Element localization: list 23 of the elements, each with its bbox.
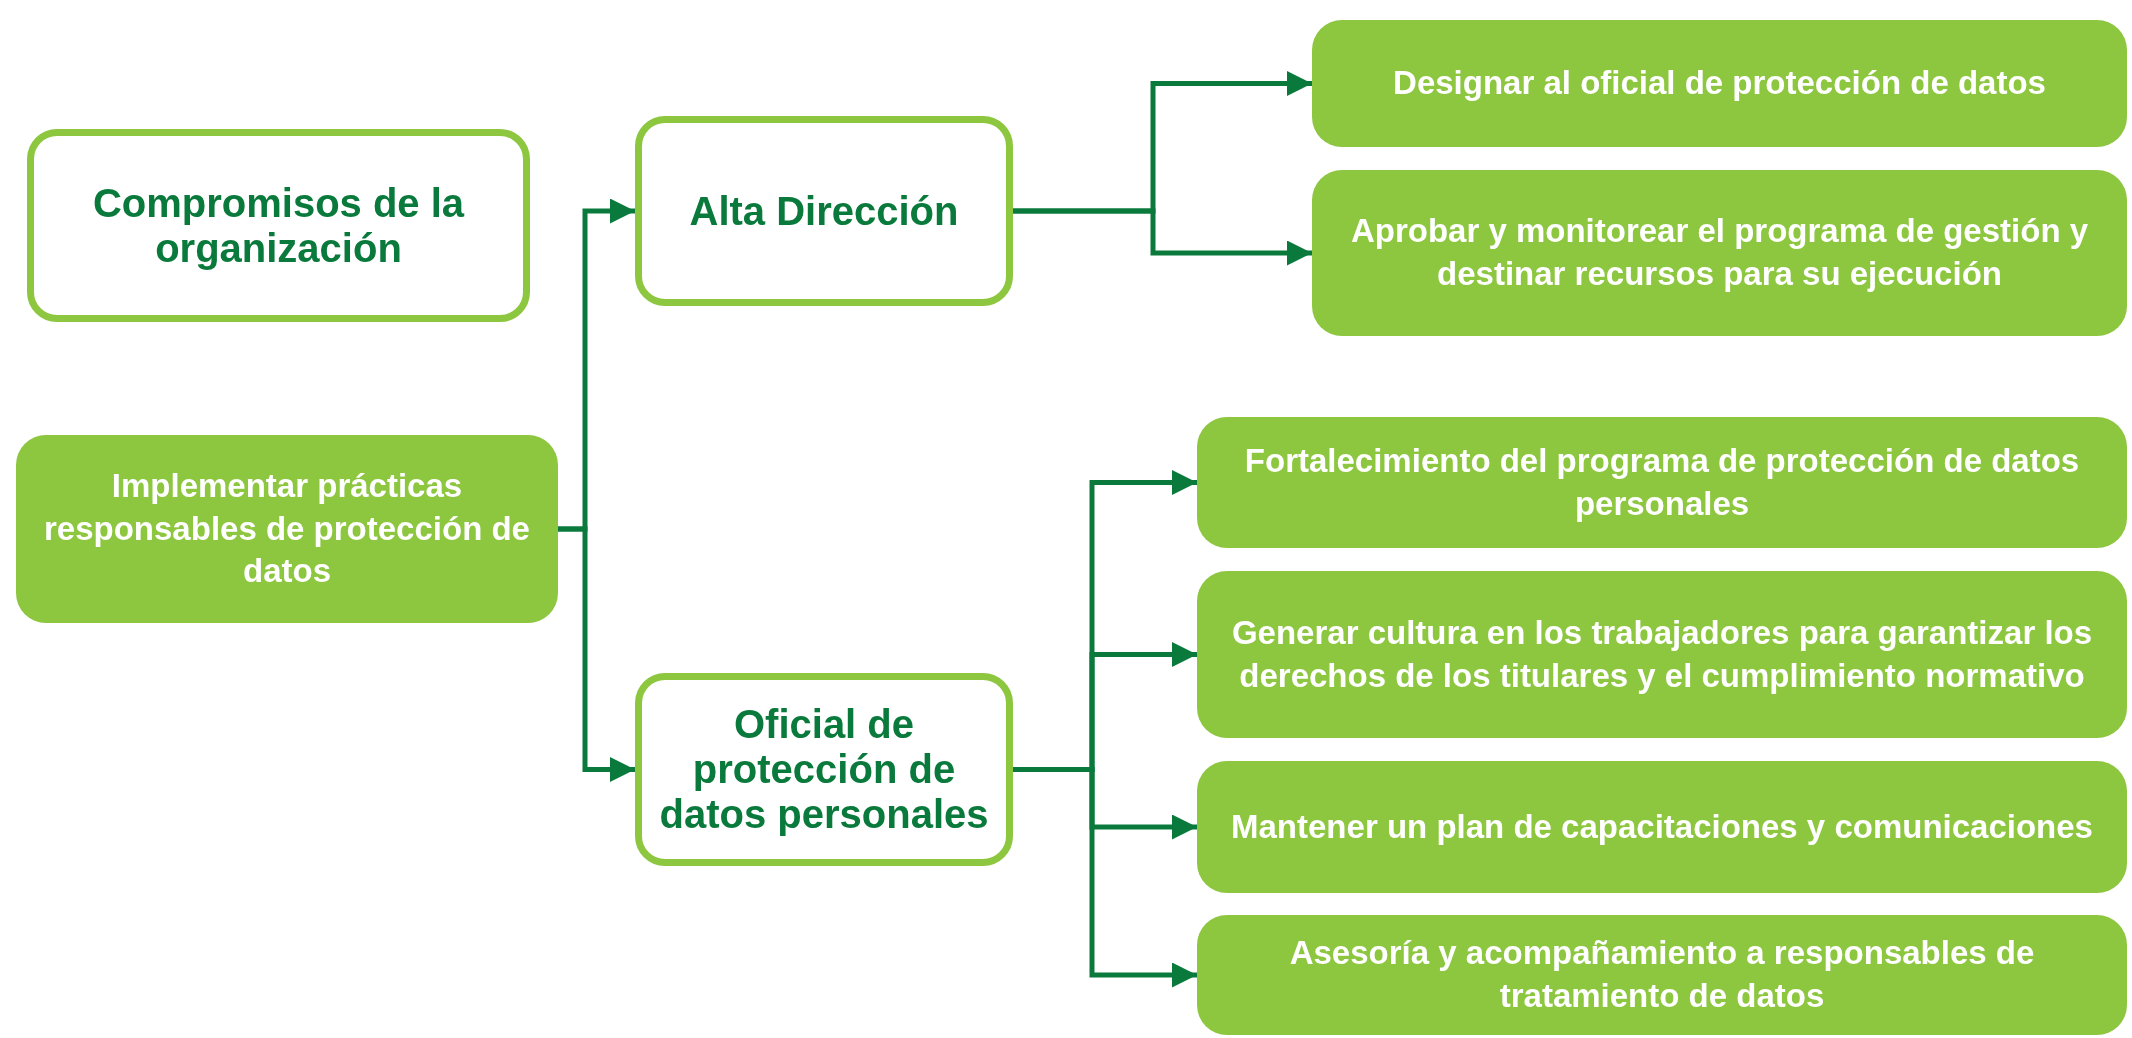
box-text: Fortalecimiento del programa de protección de datos personales — [1243, 440, 2081, 524]
outlined-box — [27, 129, 530, 322]
box-text: Aprobar y monitorear el programa de gestión y destinar recursos para su ejecución — [1349, 211, 2090, 294]
box-text: Oficial de protección de datos personales — [658, 702, 990, 837]
filled-box — [1197, 571, 2127, 738]
outlined-box — [635, 673, 1013, 866]
filled-box — [1197, 761, 2127, 893]
box-text: Designar al oficial de protección de datos — [1393, 63, 2046, 104]
box-text: Alta Dirección — [689, 188, 959, 234]
connector-arrow — [1013, 208, 1312, 266]
filled-box — [1312, 20, 2127, 147]
connector-arrow — [558, 526, 635, 782]
connector-arrow — [1013, 767, 1197, 988]
box-text: Mantener un plan de capacitaciones y comunicaciones — [1231, 806, 2093, 847]
box-text: Generar cultura en los trabajadores para garantizar los derechos de los titulares y el cumplimiento normativo — [1230, 612, 2094, 696]
filled-box — [1197, 417, 2127, 548]
filled-box — [1312, 170, 2127, 336]
box-text: Compromisos de la organización — [91, 180, 466, 271]
filled-box — [1197, 915, 2127, 1035]
filled-box — [16, 435, 558, 623]
outlined-box — [635, 116, 1013, 306]
box-text: Implementar prácticas responsables de protección de datos — [43, 465, 531, 592]
box-text: Asesoría y acompañamiento a responsables de tratamiento de datos — [1288, 933, 2036, 1016]
